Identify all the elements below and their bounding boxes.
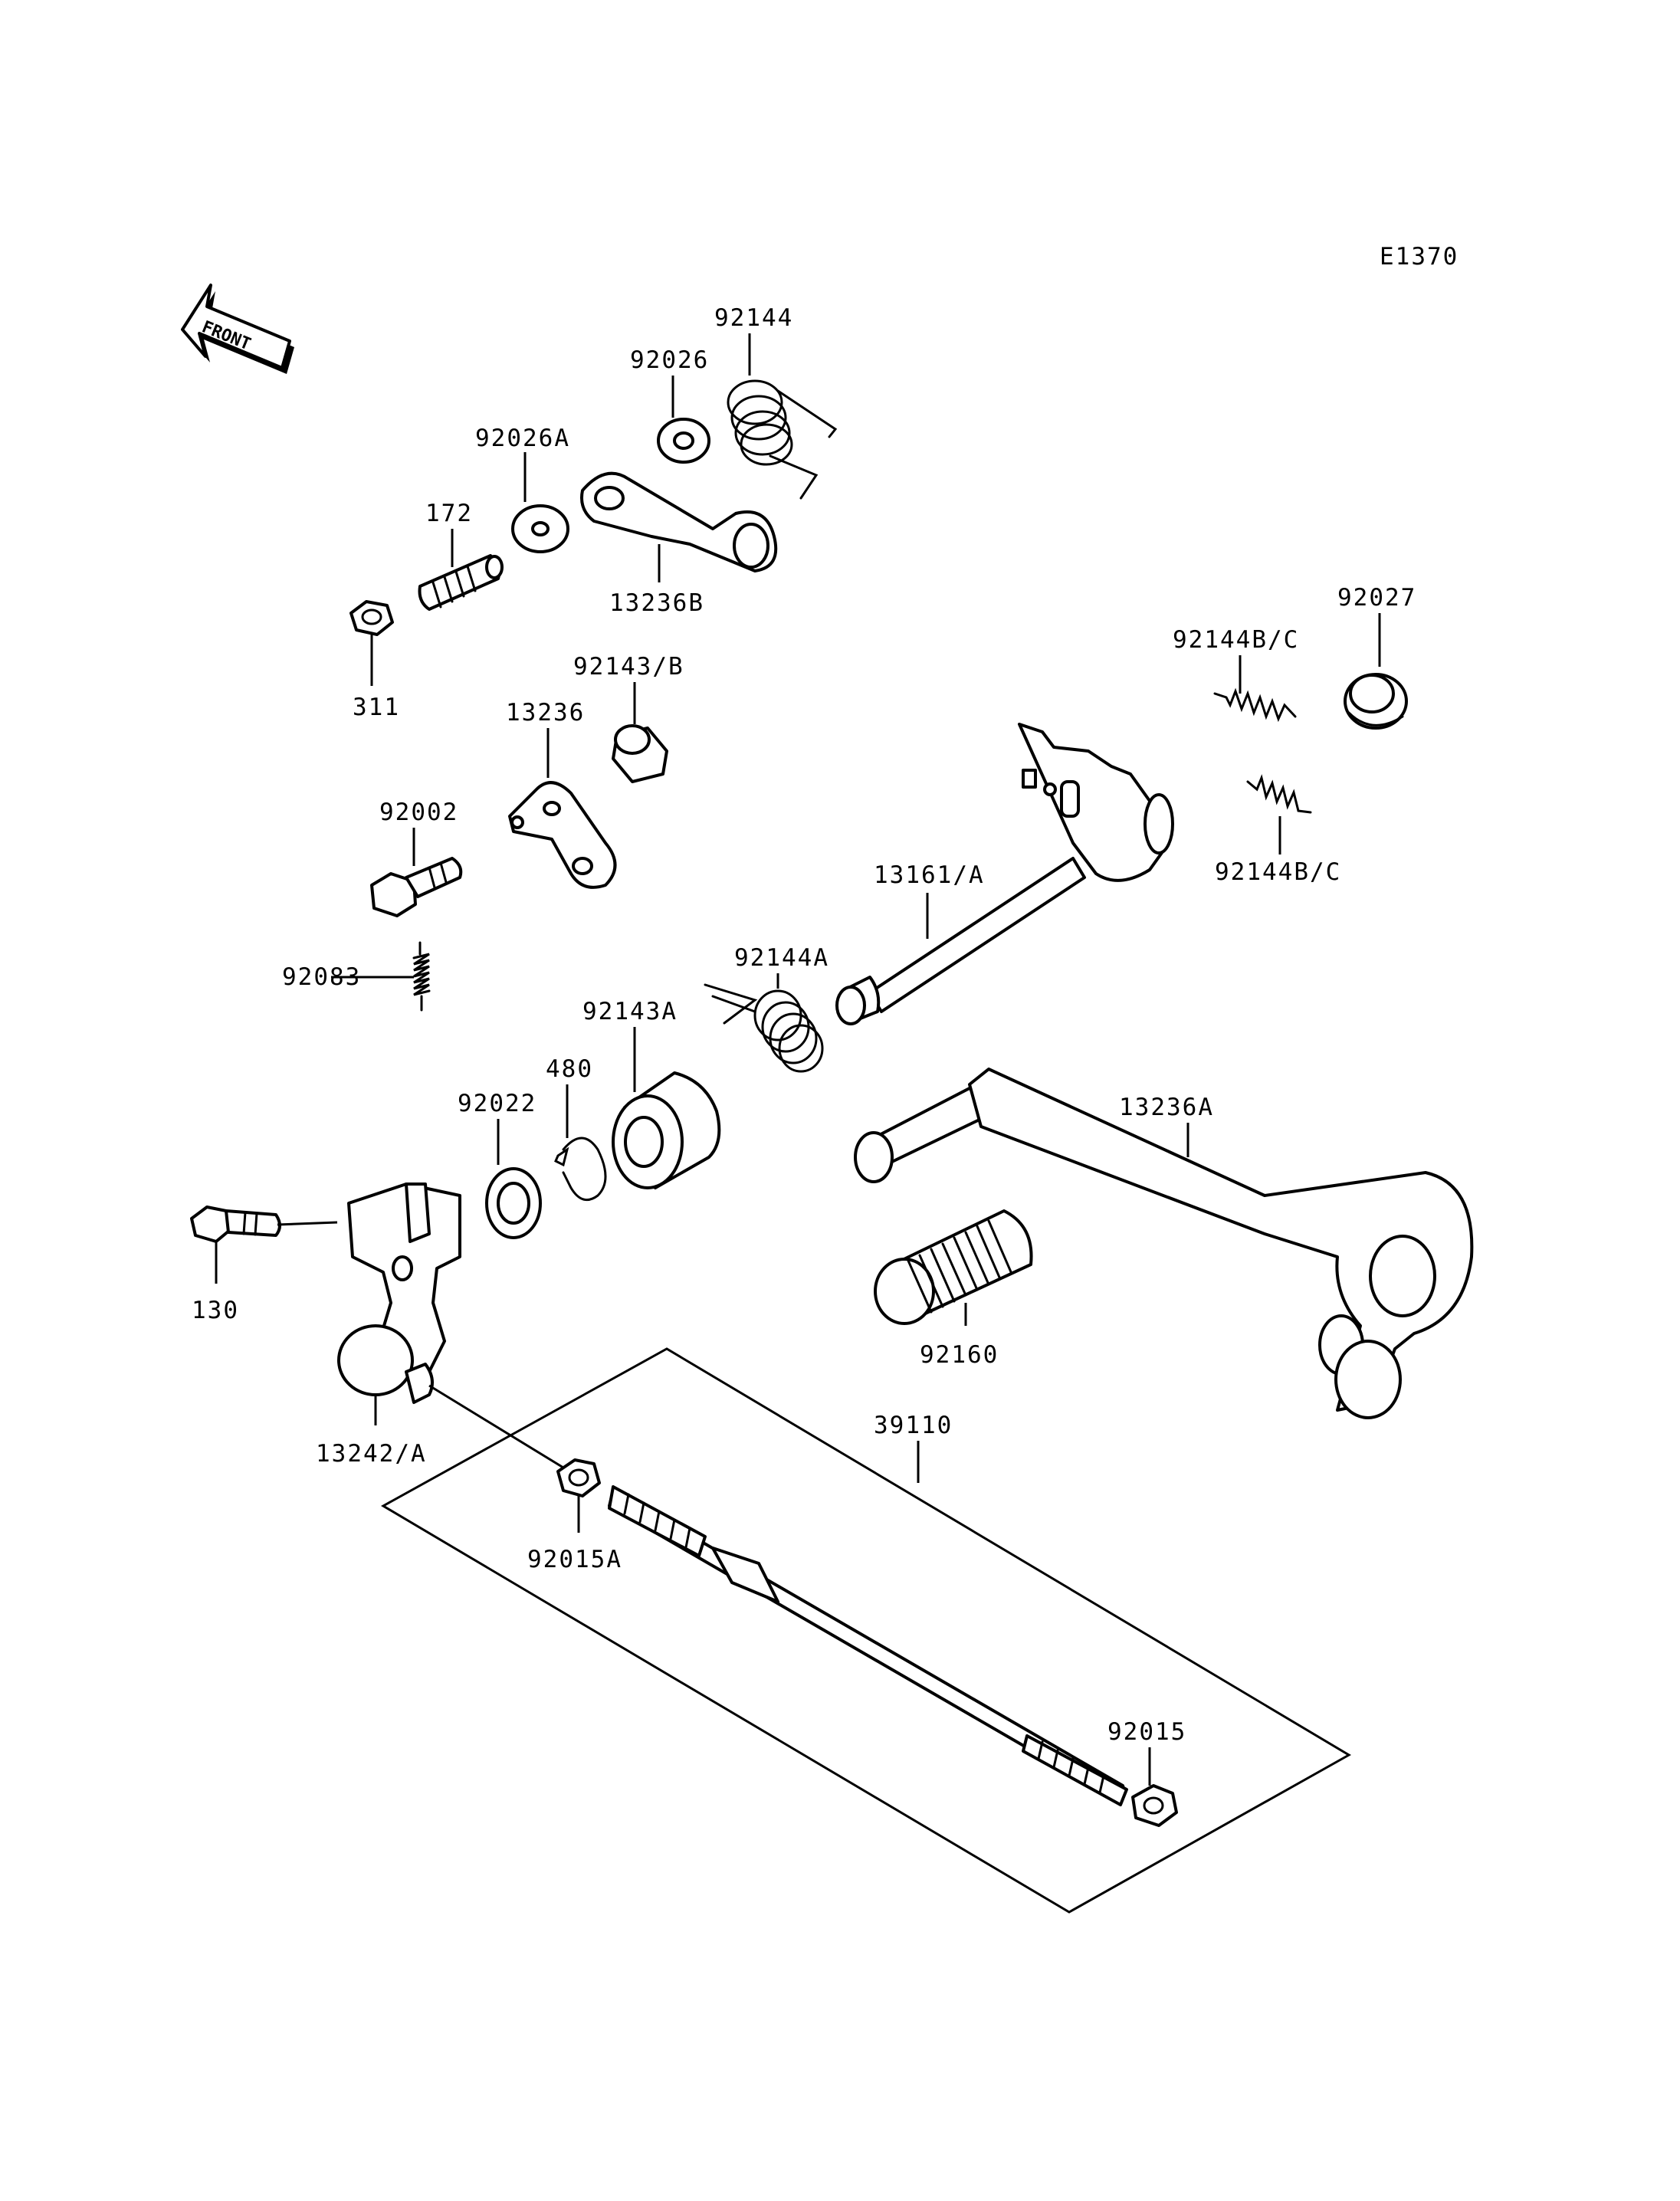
label-92026A: 92026A [475,425,570,452]
washer-92022 [485,1167,542,1239]
label-92022: 92022 [458,1090,536,1117]
label-13236: 13236 [506,699,585,727]
rod-kit-box [380,1347,1351,1914]
label-92144BC-bottom: 92144B/C [1215,858,1341,886]
label-92160: 92160 [920,1341,999,1369]
label-13161A: 13161/A [874,861,985,889]
label-92143B: 92143/B [573,653,684,681]
label-92083: 92083 [282,963,361,991]
label-92015: 92015 [1107,1718,1186,1746]
circlip-480 [554,1137,607,1202]
label-130: 130 [192,1297,239,1324]
label-92026: 92026 [630,346,709,374]
label-13236A: 13236A [1119,1094,1214,1121]
label-39110: 39110 [874,1412,953,1439]
label-92144: 92144 [714,304,793,332]
washer-92026 [657,418,710,464]
spring-92144BC-bottom [1246,774,1312,814]
nut-311 [349,600,394,636]
pedal-13236A [854,1068,1474,1419]
spring-92144A [704,983,824,1073]
arm-13236 [508,781,617,889]
label-92015A: 92015A [527,1546,622,1573]
bolt-92002 [370,857,463,917]
label-92143A: 92143A [582,998,678,1025]
collar-92143A [612,1071,721,1189]
label-92002: 92002 [379,799,458,826]
label-480: 480 [546,1055,593,1083]
label-13242A: 13242/A [316,1440,427,1468]
front-arrow-icon: FRONT [181,284,294,374]
washer-92026A [511,504,569,553]
pin-172 [418,554,504,611]
rubber-92160 [874,1209,1033,1325]
plate-13236B [580,471,778,572]
bolt-130 [190,1205,281,1243]
seal-92027 [1344,673,1408,730]
spring-92144BC-top [1213,687,1297,723]
label-311: 311 [353,694,400,721]
shaft-13161A [835,723,1174,1025]
label-92144A: 92144A [734,944,829,972]
collar-92143B [612,724,668,783]
leader-lines [215,333,1381,1786]
label-13236B: 13236B [609,589,704,617]
label-92144BC-top: 92144B/C [1173,626,1299,654]
label-172: 172 [425,500,473,527]
spring-92083 [412,941,431,1012]
nut-92015A [556,1458,601,1497]
label-92027: 92027 [1337,584,1416,612]
nut-92015 [1131,1784,1178,1827]
lever-13242A [337,1183,461,1404]
diagram-code: E1370 [1380,243,1459,271]
rod-39110 [608,1485,1128,1806]
spring-92144 [727,379,838,500]
